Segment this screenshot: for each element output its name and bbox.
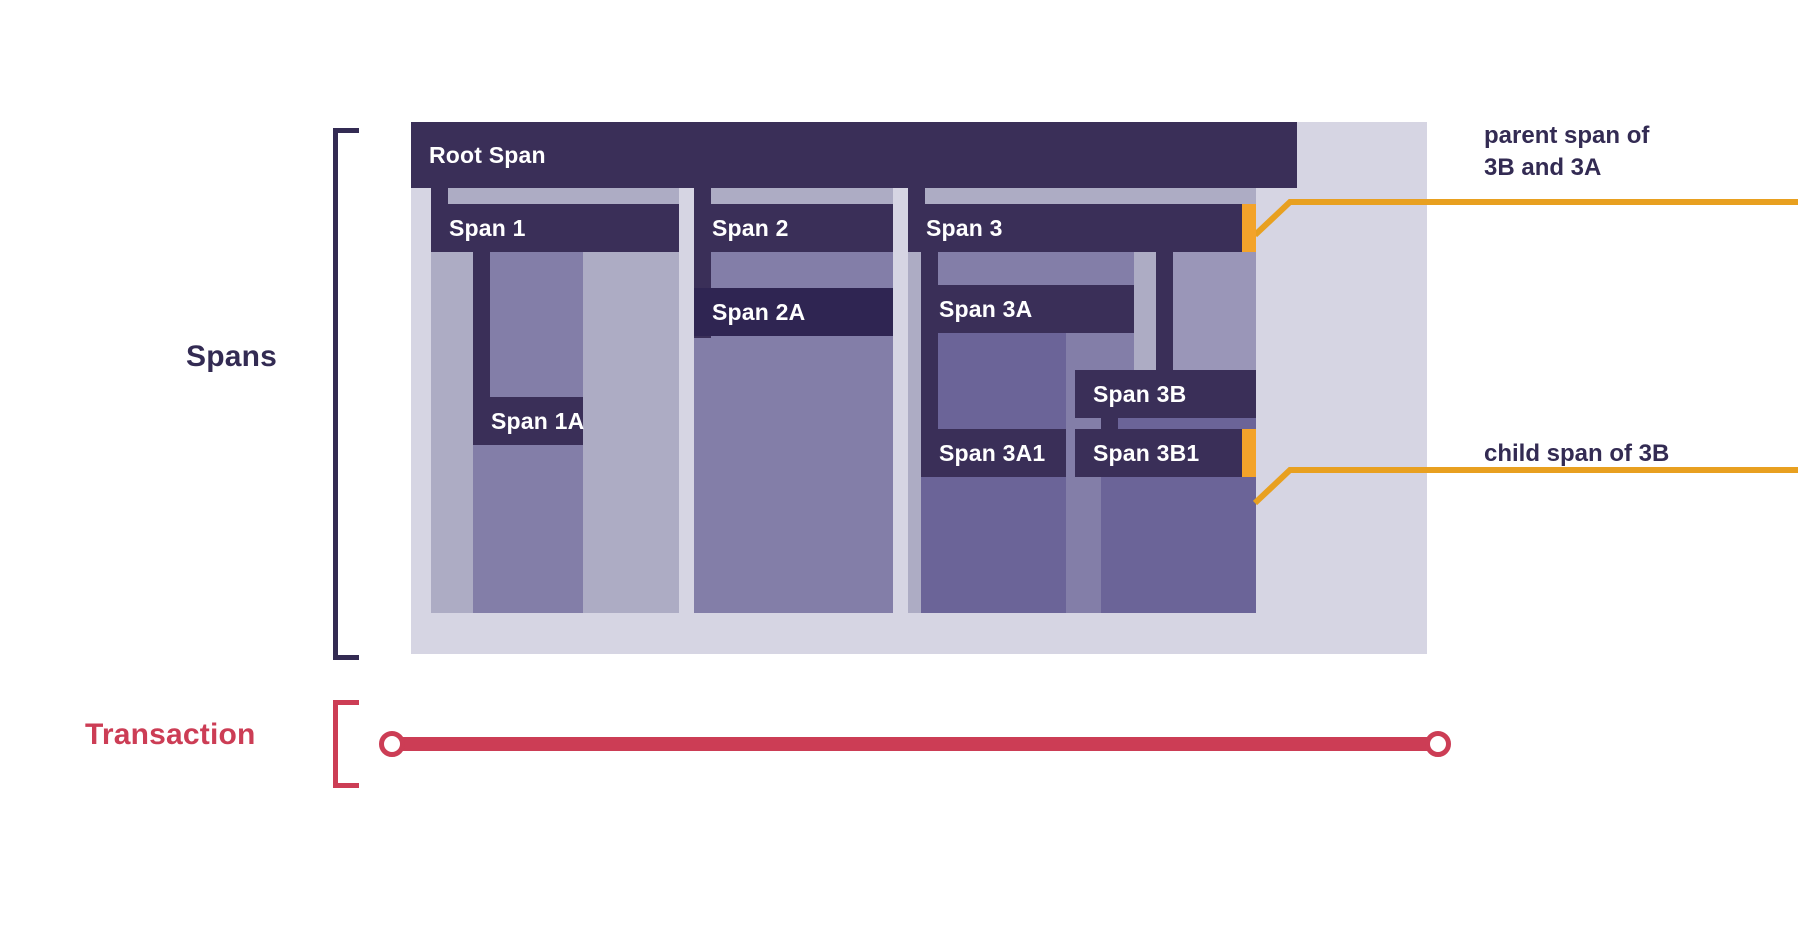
transaction-axis-label: Transaction <box>85 718 256 751</box>
transaction-end-dot <box>1425 731 1451 757</box>
child-callout-text: child span of 3B <box>1484 440 1670 467</box>
span-bar-3a1[interactable]: Span 3A1 <box>921 429 1066 477</box>
span-label-3b: Span 3B <box>1093 380 1187 407</box>
connector-span1-to-span1a <box>473 252 490 418</box>
transaction-start-dot <box>379 731 405 757</box>
span-bar-3b1[interactable]: Span 3B1 <box>1075 429 1256 477</box>
span-bar-3[interactable]: Span 3 <box>908 204 1256 252</box>
spans-panel: Root Span Span 1 Span 1A Span 2 Span 2A … <box>411 122 1427 654</box>
span-label-2: Span 2 <box>712 214 789 241</box>
span-label-2a: Span 2A <box>712 298 806 325</box>
child-callout-leader <box>1252 467 1798 506</box>
span-label-1: Span 1 <box>449 214 526 241</box>
span-label-1a: Span 1A <box>491 407 585 434</box>
transaction-bracket <box>333 700 359 788</box>
transaction-bar <box>387 737 1437 751</box>
span-bar-root[interactable]: Root Span <box>411 122 1297 188</box>
parent-callout-text: parent span of 3B and 3A <box>1484 122 1650 181</box>
child-span-highlight <box>1242 429 1256 477</box>
span-bar-1a[interactable]: Span 1A <box>473 397 585 445</box>
spans-axis-label: Spans <box>186 340 278 373</box>
span-bar-3a[interactable]: Span 3A <box>921 285 1134 333</box>
span-label-3a: Span 3A <box>939 295 1033 322</box>
parent-span-highlight <box>1242 204 1256 252</box>
connector-span3a-to-span3a1 <box>921 333 938 457</box>
parent-callout-leader <box>1252 199 1798 238</box>
span-label-root: Root Span <box>429 141 546 168</box>
span-label-3: Span 3 <box>926 214 1003 241</box>
span-bar-2a[interactable]: Span 2A <box>694 288 893 336</box>
span-bar-3b[interactable]: Span 3B <box>1075 370 1256 418</box>
spans-bracket <box>333 128 359 660</box>
span-bar-2[interactable]: Span 2 <box>694 204 893 252</box>
span-bar-1[interactable]: Span 1 <box>431 204 679 252</box>
connector-span3-to-span3b <box>1156 252 1173 378</box>
span-label-3b1: Span 3B1 <box>1093 439 1200 466</box>
span-label-3a1: Span 3A1 <box>939 439 1046 466</box>
